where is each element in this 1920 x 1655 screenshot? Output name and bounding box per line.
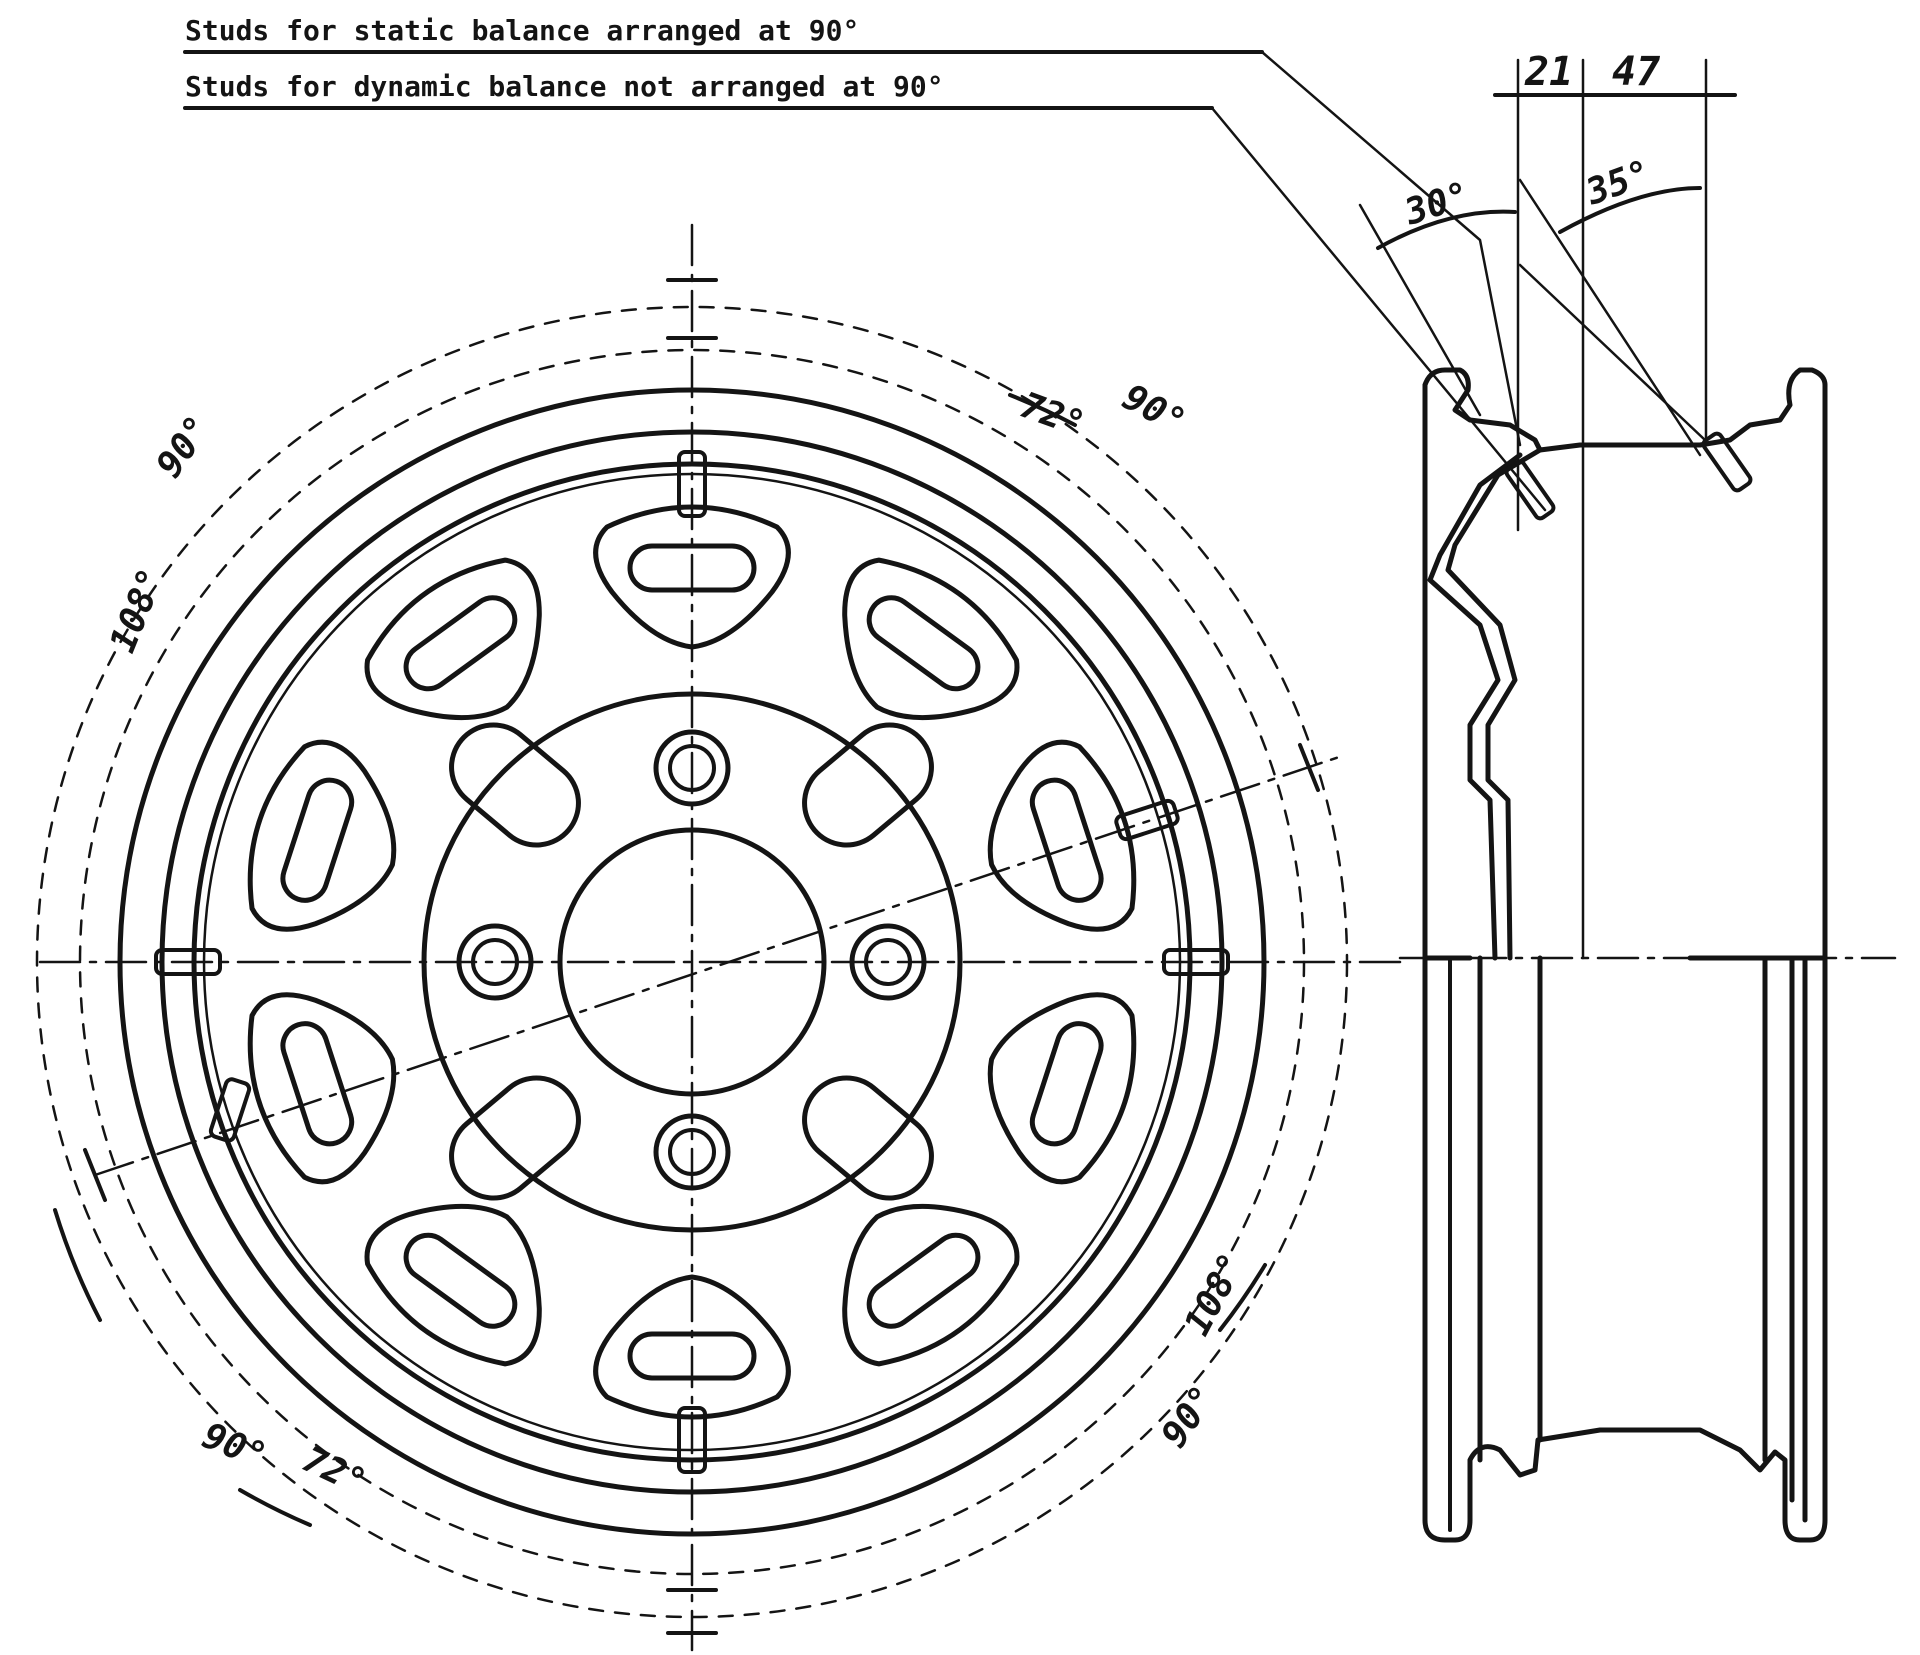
hub-slot-bottom-left: [449, 1075, 581, 1201]
rim-profile-bead: [1422, 367, 1828, 453]
ventilation-window-outline: [364, 557, 542, 721]
rim-outer-circle: [117, 387, 1267, 1537]
inner-dashed-circle: [78, 348, 1306, 1576]
rim-flange-circle: [191, 461, 1193, 1463]
ventilation-window-slot: [627, 543, 757, 593]
ventilation-window-outline: [842, 557, 1020, 721]
tick-dyn-left: [83, 1148, 107, 1202]
ventilation-window: [247, 739, 397, 932]
ventilation-window-slot: [866, 1232, 981, 1329]
stud-right: [1162, 948, 1230, 976]
arc-left-indicator: [53, 1208, 102, 1322]
ventilation-window-outline: [364, 1203, 542, 1367]
tick-dyn-right: [1298, 743, 1320, 792]
stud-dynamic-lower: [208, 1077, 252, 1143]
angle-labels: 90° 108° 72° 90° 108° 90° 90° 72°: [53, 377, 1267, 1527]
angle-bottom-72: 72°: [296, 1439, 372, 1504]
ventilation-window: [364, 557, 542, 721]
leader-dynamic: [1210, 106, 1547, 512]
angle-35: 35°: [1580, 153, 1656, 214]
ventilation-window-outline: [593, 504, 791, 650]
ventilation-window: [247, 992, 397, 1185]
arc-72-indicator: [1008, 393, 1077, 427]
stud-top: [677, 450, 707, 518]
rim-inner-circle: [202, 472, 1182, 1452]
angle-left-108: 108°: [102, 563, 172, 659]
note-dynamic-balance: Studs for dynamic balance not arranged a…: [185, 70, 944, 103]
bolt-hole-top-inner: [668, 744, 716, 792]
bolt-hole-left: [456, 923, 534, 1001]
ventilation-window-slot: [280, 1021, 355, 1147]
bolt-hole-right: [849, 923, 927, 1001]
balance-studs: [154, 450, 1230, 1474]
section-stud-left: [1504, 459, 1556, 521]
wheel-section-view: 21 47 30° 35°: [1358, 49, 1897, 1543]
hub-slot-bottom-right: [802, 1075, 934, 1201]
stud-left: [154, 948, 222, 976]
disc-profile-2: [1445, 447, 1543, 961]
arc-35: [1558, 186, 1702, 234]
disc-profile-1: [1427, 452, 1523, 961]
stud-bottom: [677, 1406, 707, 1474]
dim-21: 21: [1524, 49, 1573, 95]
ventilation-window-outline: [247, 739, 397, 932]
dim-47: 47: [1612, 49, 1660, 95]
angle-right-108: 108°: [1177, 1246, 1254, 1342]
ventilation-window-slot: [627, 1331, 757, 1381]
angle-top-left-90: 90°: [149, 408, 220, 485]
bolt-holes: [456, 729, 927, 1191]
ventilation-window-outline: [593, 1274, 791, 1420]
bolt-hole-bottom: [653, 1113, 731, 1191]
ventilation-window: [593, 1274, 791, 1420]
ventilation-window-slot: [280, 777, 355, 903]
hub-slot-top-left: [449, 722, 581, 848]
ventilation-window-outline: [987, 739, 1137, 932]
bolt-hole-top: [653, 729, 731, 807]
angle-bottom-left-90: 90°: [197, 1415, 273, 1477]
arc-72b-indicator: [238, 1488, 312, 1527]
wheel-front-view: [35, 223, 1402, 1652]
hub-plate-circle: [421, 691, 963, 1233]
notes: Studs for static balance arranged at 90°…: [183, 14, 1547, 512]
arc-30: [1376, 209, 1517, 250]
angle-bottom-right-90: 90°: [1154, 1378, 1225, 1455]
ventilation-window: [842, 1203, 1020, 1367]
bolt-hole-left-inner: [471, 938, 519, 986]
section-stud-right: [1701, 431, 1753, 493]
center-bore-circle: [557, 827, 827, 1097]
ventilation-window-slot: [866, 595, 981, 692]
ventilation-windows: [247, 504, 1137, 1420]
rim-second-circle: [159, 429, 1225, 1495]
angle-line-35: [1518, 178, 1702, 457]
hub-slot-top-right: [802, 722, 934, 848]
bolt-hole-bottom-inner: [668, 1128, 716, 1176]
ventilation-window-outline: [247, 992, 397, 1185]
ventilation-window: [364, 1203, 542, 1367]
hub-slots: [449, 722, 934, 1201]
bolt-hole-right-inner: [864, 938, 912, 986]
ventilation-window: [593, 504, 791, 650]
outer-dashed-circle: [35, 305, 1349, 1619]
ventilation-window-outline: [987, 992, 1137, 1185]
angle-top-90: 90°: [1116, 377, 1193, 444]
stud-dynamic-upper: [1114, 798, 1180, 842]
ventilation-window-slot: [403, 595, 518, 692]
ventilation-window-slot: [403, 1232, 518, 1329]
ventilation-window: [987, 739, 1137, 932]
ventilation-window: [842, 557, 1020, 721]
arc-right-indicator: [1218, 1263, 1267, 1332]
angle-ray-35b: [1518, 263, 1707, 442]
rim-profile-outer: [1422, 382, 1828, 1543]
ventilation-window: [987, 992, 1137, 1185]
ventilation-window-slot: [1029, 777, 1104, 903]
ventilation-window-outline: [842, 1203, 1020, 1367]
ventilation-window-slot: [1029, 1021, 1104, 1147]
leader-static: [1260, 50, 1522, 447]
angle-line-30: [1358, 203, 1482, 417]
note-static-balance: Studs for static balance arranged at 90°: [185, 14, 859, 47]
